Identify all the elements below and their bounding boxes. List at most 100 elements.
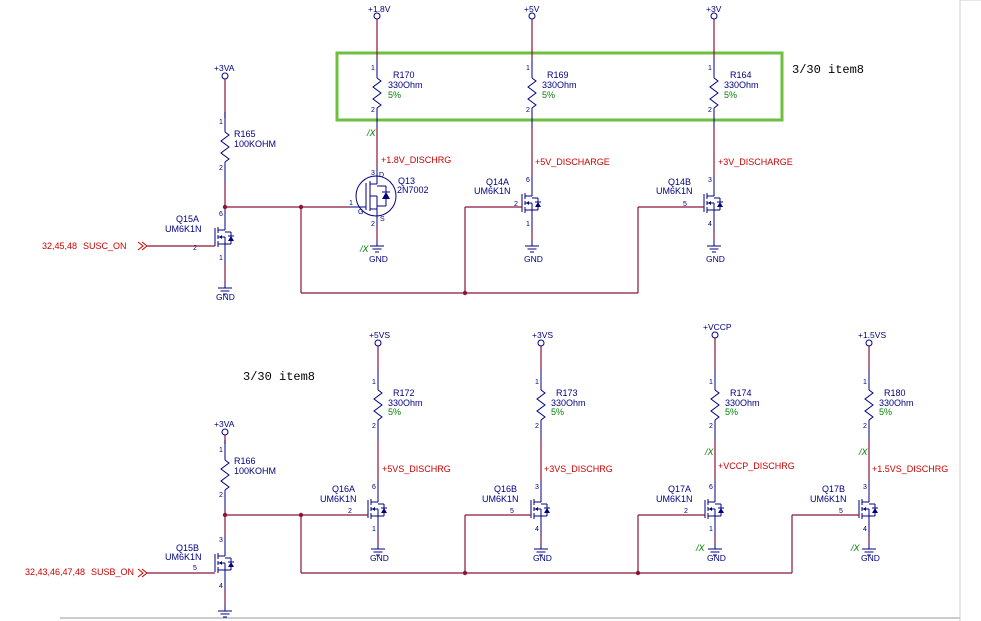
svg-text:2: 2 [219, 492, 223, 499]
resistor-r165: 1 2 R165 100KOHM [219, 111, 276, 183]
rail-vccp: +VCCP [703, 322, 732, 339]
svg-text:1: 1 [372, 526, 376, 533]
svg-text:5: 5 [839, 508, 843, 515]
svg-text:5%: 5% [879, 407, 892, 417]
rail-1v8: +1.8V [368, 4, 391, 20]
net-5vs-discharge: +5VS_DISCHRG [382, 464, 451, 474]
resistor-r172: 1 2 R172 330Ohm 5% [372, 369, 423, 441]
resistor-r170: 1 2 R170 330Ohm 5% [371, 57, 423, 129]
svg-text:6: 6 [219, 211, 223, 218]
svg-text:1: 1 [372, 379, 376, 386]
ground-q16b: GND [533, 542, 552, 563]
svg-text:UM6K1N: UM6K1N [320, 494, 357, 504]
svg-text:+3V: +3V [706, 4, 722, 14]
svg-text:GND: GND [216, 292, 235, 302]
svg-text:GND: GND [369, 254, 388, 264]
transistor-q13: 3 D 1 G 2 S Q13 2N7002 [349, 168, 429, 228]
svg-text:S: S [380, 216, 385, 223]
svg-text:1: 1 [219, 119, 223, 126]
svg-text:6: 6 [709, 484, 713, 491]
svg-text:G: G [358, 209, 363, 216]
note-bottom: 3/30 item8 [243, 370, 315, 384]
svg-text:UM6K1N: UM6K1N [482, 494, 519, 504]
ground-q14b: GND [706, 239, 725, 264]
svg-text:2: 2 [708, 107, 712, 114]
svg-text:2: 2 [371, 221, 375, 228]
svg-text:Q15B: Q15B [176, 543, 199, 553]
svg-text:Q16B: Q16B [494, 484, 517, 494]
svg-text:Q14A: Q14A [486, 177, 509, 187]
svg-text:D: D [379, 172, 384, 179]
svg-text:330Ohm: 330Ohm [542, 80, 577, 90]
net-vccp-discharge: +VCCP_DISCHRG [718, 461, 795, 471]
svg-text:2: 2 [526, 107, 530, 114]
svg-text:+3VS: +3VS [532, 330, 553, 340]
svg-text:4: 4 [219, 583, 223, 590]
transistor-q16a: 6 2 1 Q16A UM6K1N [320, 481, 388, 537]
svg-text:+1.5VS: +1.5VS [858, 330, 886, 340]
svg-text:1: 1 [371, 65, 375, 72]
highlight-box [335, 51, 784, 122]
svg-text:3: 3 [863, 484, 867, 491]
net-1v5s-discharge: +1.5VS_DISCHRG [872, 464, 948, 474]
no-connect-q17b-top: /X [858, 447, 869, 457]
svg-text:2: 2 [535, 423, 539, 430]
svg-text:R173: R173 [556, 388, 578, 398]
rail-5v: +5V [524, 4, 540, 20]
svg-text:GND: GND [707, 553, 726, 563]
transistor-q17a: 6 2 1 Q17A UM6K1N [656, 481, 725, 537]
svg-text:4: 4 [535, 526, 539, 533]
rail-3va-top: +3VA [214, 63, 235, 80]
ground-q16a: GND [370, 542, 389, 563]
ground-q15b [217, 604, 233, 618]
transistor-q17b: 3 5 4 Q17B UM6K1N [810, 481, 879, 537]
ground-q17b: GND [861, 542, 880, 563]
svg-text:32,45,48: 32,45,48 [42, 241, 77, 251]
svg-text:2N7002: 2N7002 [397, 185, 429, 195]
svg-text:5: 5 [683, 201, 687, 208]
no-connect-q17a-bottom: /X [695, 543, 706, 553]
svg-text:Q17B: Q17B [822, 484, 845, 494]
note-top: 3/30 item8 [792, 63, 864, 77]
net-3v-discharge: +3V_DISCHARGE [718, 157, 793, 167]
offpage-susc-on: 32,45,48 SUSC_ON [42, 241, 148, 251]
svg-text:GND: GND [370, 553, 389, 563]
svg-text:4: 4 [863, 526, 867, 533]
svg-text:GND: GND [533, 553, 552, 563]
svg-text:330Ohm: 330Ohm [388, 80, 423, 90]
svg-text:5%: 5% [724, 90, 737, 100]
svg-text:5%: 5% [388, 407, 401, 417]
transistor-q16b: 3 5 4 Q16B UM6K1N [482, 481, 551, 537]
svg-text:UM6K1N: UM6K1N [656, 186, 693, 196]
net-5v-discharge: +5V_DISCHARGE [535, 157, 610, 167]
svg-text:5%: 5% [551, 407, 564, 417]
rail-3va-bottom: +3VA [214, 419, 235, 436]
svg-text:GND: GND [706, 254, 725, 264]
svg-text:100KOHM: 100KOHM [234, 139, 276, 149]
svg-text:GND: GND [861, 553, 880, 563]
svg-text:R170: R170 [393, 70, 415, 80]
svg-text:1: 1 [863, 379, 867, 386]
svg-text:UM6K1N: UM6K1N [474, 186, 511, 196]
svg-text:100KOHM: 100KOHM [234, 466, 276, 476]
svg-text:1: 1 [219, 447, 223, 454]
svg-text:6: 6 [526, 177, 530, 184]
svg-text:2: 2 [219, 165, 223, 172]
rail-1v5s: +1.5VS [858, 330, 886, 347]
svg-text:1: 1 [526, 221, 530, 228]
svg-text:2: 2 [348, 508, 352, 515]
transistor-q14b: 3 5 4 Q14B UM6K1N [656, 175, 724, 231]
svg-text:R166: R166 [234, 456, 256, 466]
svg-text:32,43,46,47,48: 32,43,46,47,48 [25, 567, 85, 577]
svg-text:UM6K1N: UM6K1N [810, 494, 847, 504]
resistor-r174: 1 2 R174 330Ohm 5% [709, 369, 760, 441]
svg-text:3: 3 [371, 170, 375, 177]
svg-text:5: 5 [510, 508, 514, 515]
svg-text:1: 1 [709, 526, 713, 533]
rail-5vs: +5VS [369, 330, 390, 347]
net-3vs-discharge: +3VS_DISCHRG [544, 464, 613, 474]
svg-text:1: 1 [526, 65, 530, 72]
svg-text:330Ohm: 330Ohm [725, 398, 760, 408]
svg-text:UM6K1N: UM6K1N [165, 224, 202, 234]
